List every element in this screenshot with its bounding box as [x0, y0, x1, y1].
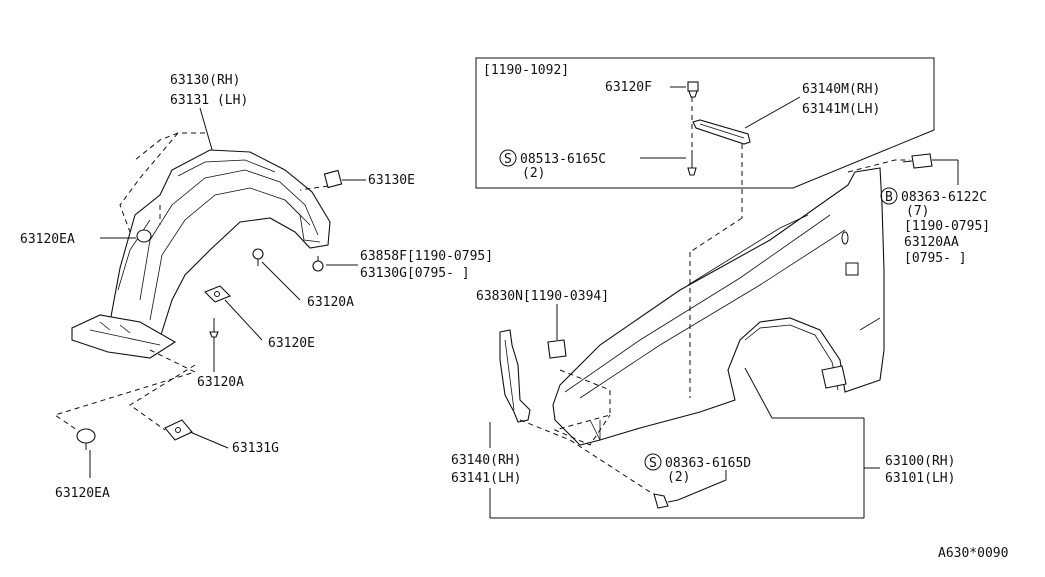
label-08513-6165C: 08513-6165C [520, 152, 606, 167]
bolt-08363-6122C-icon [902, 153, 933, 169]
label-08513-qty: (2) [522, 166, 545, 181]
label-63120E: 63120E [268, 336, 315, 351]
label-63100-rh: 63100(RH) [885, 454, 955, 469]
label-08363-6122C-qty: (7) [906, 204, 929, 219]
label-63120EA-upper: 63120EA [20, 232, 75, 247]
screw-symbol-fender: S [649, 456, 657, 471]
label-63141-lh: 63141(LH) [451, 471, 521, 486]
label-08363-6122C: 08363-6122C [901, 190, 987, 205]
label-63830N: 63830N[1190-0394] [476, 289, 609, 304]
clip-63130E-icon [323, 169, 343, 189]
bracket-63140M-icon [692, 119, 751, 145]
clip-63120F-icon [687, 81, 699, 98]
label-08363-6122C-range: [1190-0795] [904, 219, 990, 234]
seal-63830N-icon [547, 339, 567, 359]
nut-63120E-icon [204, 285, 231, 303]
label-63141M: 63141M(LH) [802, 102, 880, 117]
clip-63120EA-icon [136, 229, 152, 243]
label-08363-6165D: 08363-6165D [665, 456, 751, 471]
bracket-63140-icon [499, 329, 531, 423]
label-63140M: 63140M(RH) [802, 82, 880, 97]
front-fender-icon [552, 167, 885, 446]
inset-date-range: [1190-1092] [483, 63, 569, 78]
label-63120AA: 63120AA [904, 235, 959, 250]
inner-fender-liner-icon [71, 149, 331, 359]
screw-63120A-lower-icon [209, 318, 219, 338]
nut-63131G-icon [164, 419, 193, 441]
label-08363-6165D-qty: (2) [667, 470, 690, 485]
fastener-63858F-icon [312, 256, 324, 272]
screw-symbol-inset: S [504, 152, 512, 167]
screw-63120A-upper-icon [252, 248, 264, 266]
diagram-code: A630*0090 [938, 546, 1008, 561]
inset-box-outline [475, 57, 935, 189]
label-63130G: 63130G[0795- ] [360, 266, 470, 281]
label-63131-lh: 63131 (LH) [170, 93, 248, 108]
label-63120F: 63120F [605, 80, 652, 95]
label-63130-rh: 63130(RH) [170, 73, 240, 88]
label-63130E: 63130E [368, 173, 415, 188]
bolt-symbol: B [885, 190, 893, 205]
clip-63120EA-lower-icon [76, 428, 96, 450]
label-63120A-lower: 63120A [197, 375, 244, 390]
label-63140-rh: 63140(RH) [451, 453, 521, 468]
label-63858F: 63858F[1190-0795] [360, 249, 493, 264]
label-63101-lh: 63101(LH) [885, 471, 955, 486]
label-63120EA-lower: 63120EA [55, 486, 110, 501]
label-63131G: 63131G [232, 441, 279, 456]
label-63120AA-range: [0795- ] [904, 251, 967, 266]
screw-08363-6165D-icon [653, 493, 679, 509]
screw-08513-icon [687, 150, 697, 176]
label-63120A-upper: 63120A [307, 295, 354, 310]
